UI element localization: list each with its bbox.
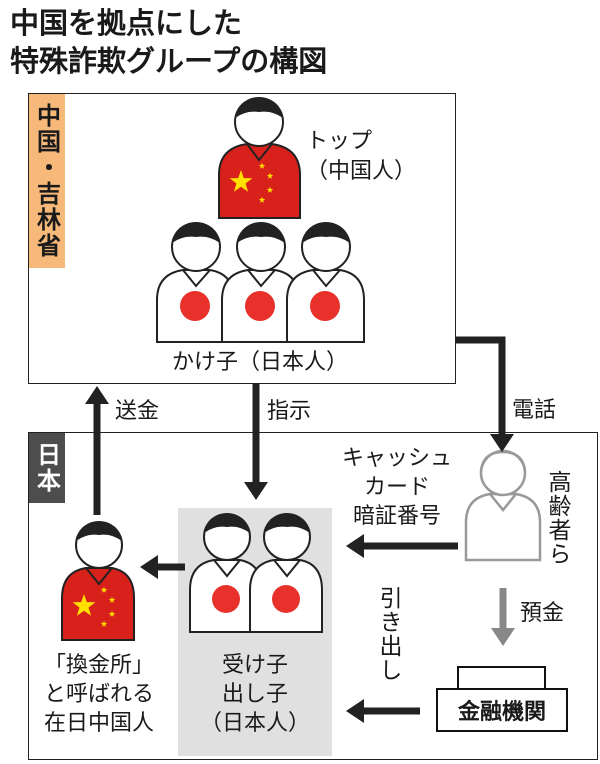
card-pin-label: キャッシュ カード 暗証番号 bbox=[341, 446, 452, 529]
elderly-figure bbox=[464, 449, 542, 562]
elderly-label: 高齢者ら bbox=[544, 470, 570, 566]
receivers-to-exchanger-arrow bbox=[140, 555, 185, 579]
kakeko-figure-1 bbox=[156, 222, 235, 343]
withdraw-label: 引き出し bbox=[375, 586, 401, 682]
kakeko-figure-3 bbox=[286, 222, 365, 343]
withdraw-arrow bbox=[346, 699, 420, 723]
phone-arrow bbox=[456, 336, 514, 452]
china-region-tag: 中国・吉林省 bbox=[29, 94, 65, 268]
top-boss-figure bbox=[218, 97, 301, 219]
kakeko-figure-2 bbox=[221, 222, 300, 343]
send-money-label: 送金 bbox=[115, 399, 160, 424]
bank-box: 金融機関 bbox=[436, 688, 568, 732]
card-pin-arrow bbox=[346, 534, 458, 558]
send-money-arrow bbox=[85, 386, 109, 515]
bank-roof bbox=[457, 666, 546, 689]
exchanger-figure bbox=[61, 521, 135, 641]
receiver-figure-2 bbox=[249, 513, 323, 633]
receiver-figure-1 bbox=[189, 513, 263, 633]
kakeko-label: かけ子（日本人） bbox=[171, 350, 348, 375]
instruction-label: 指示 bbox=[267, 399, 312, 424]
instruction-arrow bbox=[244, 384, 268, 500]
deposit-arrow bbox=[491, 588, 515, 646]
exchanger-label: 「換金所」 と呼ばれる 在日中国人 bbox=[43, 653, 154, 736]
top-boss-label: トップ （中国人） bbox=[306, 129, 417, 184]
deposit-label: 預金 bbox=[520, 601, 565, 626]
title-line-1: 中国を拠点にした bbox=[10, 6, 243, 40]
title-line-2: 特殊詐欺グループの構図 bbox=[10, 44, 328, 78]
receivers-label: 受け子 出し子 （日本人） bbox=[199, 653, 310, 736]
phone-label: 電話 bbox=[512, 398, 557, 423]
japan-region-tag: 日本 bbox=[29, 433, 65, 503]
